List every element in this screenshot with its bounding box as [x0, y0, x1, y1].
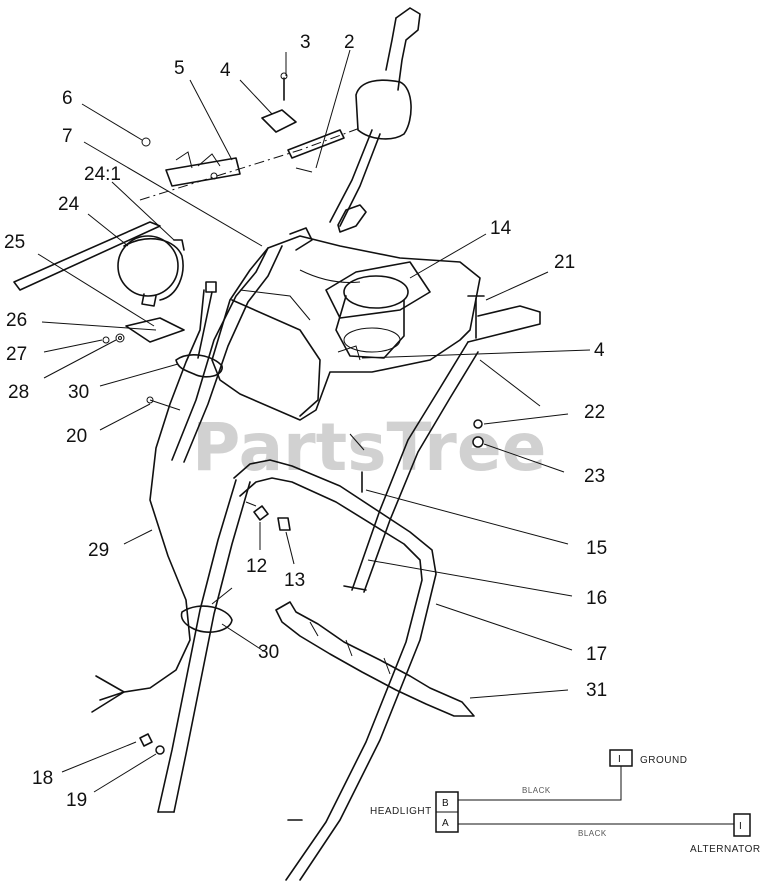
pin-a: A	[442, 818, 449, 829]
callout-30-lower: 30	[258, 642, 279, 663]
callout-5: 5	[174, 58, 185, 79]
pin-b: B	[442, 798, 449, 809]
ground-wire	[458, 766, 622, 801]
callout-12: 12	[246, 556, 267, 577]
callout-23: 23	[584, 466, 605, 487]
callout-4-right: 4	[594, 340, 605, 361]
callout-15: 15	[586, 538, 607, 559]
top-bracket	[261, 72, 345, 173]
headlight	[117, 235, 217, 359]
bolt-washer	[139, 733, 165, 755]
callout-7: 7	[62, 126, 73, 147]
wire2-color: BLACK	[578, 829, 607, 838]
callout-21: 21	[554, 252, 575, 273]
alternator-label: ALTERNATOR	[690, 844, 761, 855]
callout-30-upper: 30	[68, 382, 89, 403]
alternator-pin: I	[739, 821, 742, 832]
callout-6: 6	[62, 88, 73, 109]
watermark: PartsTree	[192, 409, 546, 486]
callout-14: 14	[490, 218, 512, 239]
ground-terminal	[609, 749, 633, 767]
leader-lines	[37, 49, 591, 793]
callout-4-top: 4	[220, 60, 231, 81]
ground-label: GROUND	[640, 755, 687, 766]
callout-22: 22	[584, 402, 605, 423]
cable-tie-upper	[175, 354, 223, 378]
headlight-bracket	[102, 317, 185, 344]
callout-24: 24	[58, 194, 80, 215]
wire1-color: BLACK	[522, 786, 551, 795]
callout-16: 16	[586, 588, 607, 609]
dash-panel	[211, 235, 481, 421]
wire-harness	[91, 289, 205, 713]
callout-18: 18	[32, 768, 53, 789]
callout-28: 28	[8, 382, 29, 403]
upper-handle-right	[343, 295, 541, 593]
cable-tie-lower	[180, 587, 233, 633]
callout-26: 26	[6, 310, 27, 331]
chute-crank-handle	[329, 7, 421, 233]
deflector-control-rod	[275, 601, 475, 717]
callout-labels: 3 2 5 4 6 7 24:1 24 25 14 21 26 4 27 28 …	[4, 32, 607, 811]
headlight-label: HEADLIGHT	[370, 806, 432, 817]
callout-27: 27	[6, 344, 27, 365]
callout-24-1: 24:1	[84, 164, 121, 185]
callout-29: 29	[88, 540, 109, 561]
callout-17: 17	[586, 644, 607, 665]
bolt-and-nut	[245, 501, 291, 531]
callout-31: 31	[586, 680, 607, 701]
control-rod-assembly	[13, 127, 361, 291]
upper-handle-left	[146, 227, 313, 463]
callout-13: 13	[284, 570, 305, 591]
callout-20: 20	[66, 426, 87, 447]
callout-2: 2	[344, 32, 355, 53]
ground-pin: I	[618, 754, 621, 765]
callout-3: 3	[300, 32, 311, 53]
screw	[349, 433, 365, 493]
alternator-terminal	[733, 813, 751, 837]
wiring-schematic: I GROUND B A HEADLIGHT BLACK BLACK I ALT…	[370, 749, 761, 855]
chute-boot	[325, 261, 431, 361]
lower-handle	[157, 459, 437, 881]
callout-19: 19	[66, 790, 87, 811]
callout-25: 25	[4, 232, 25, 253]
